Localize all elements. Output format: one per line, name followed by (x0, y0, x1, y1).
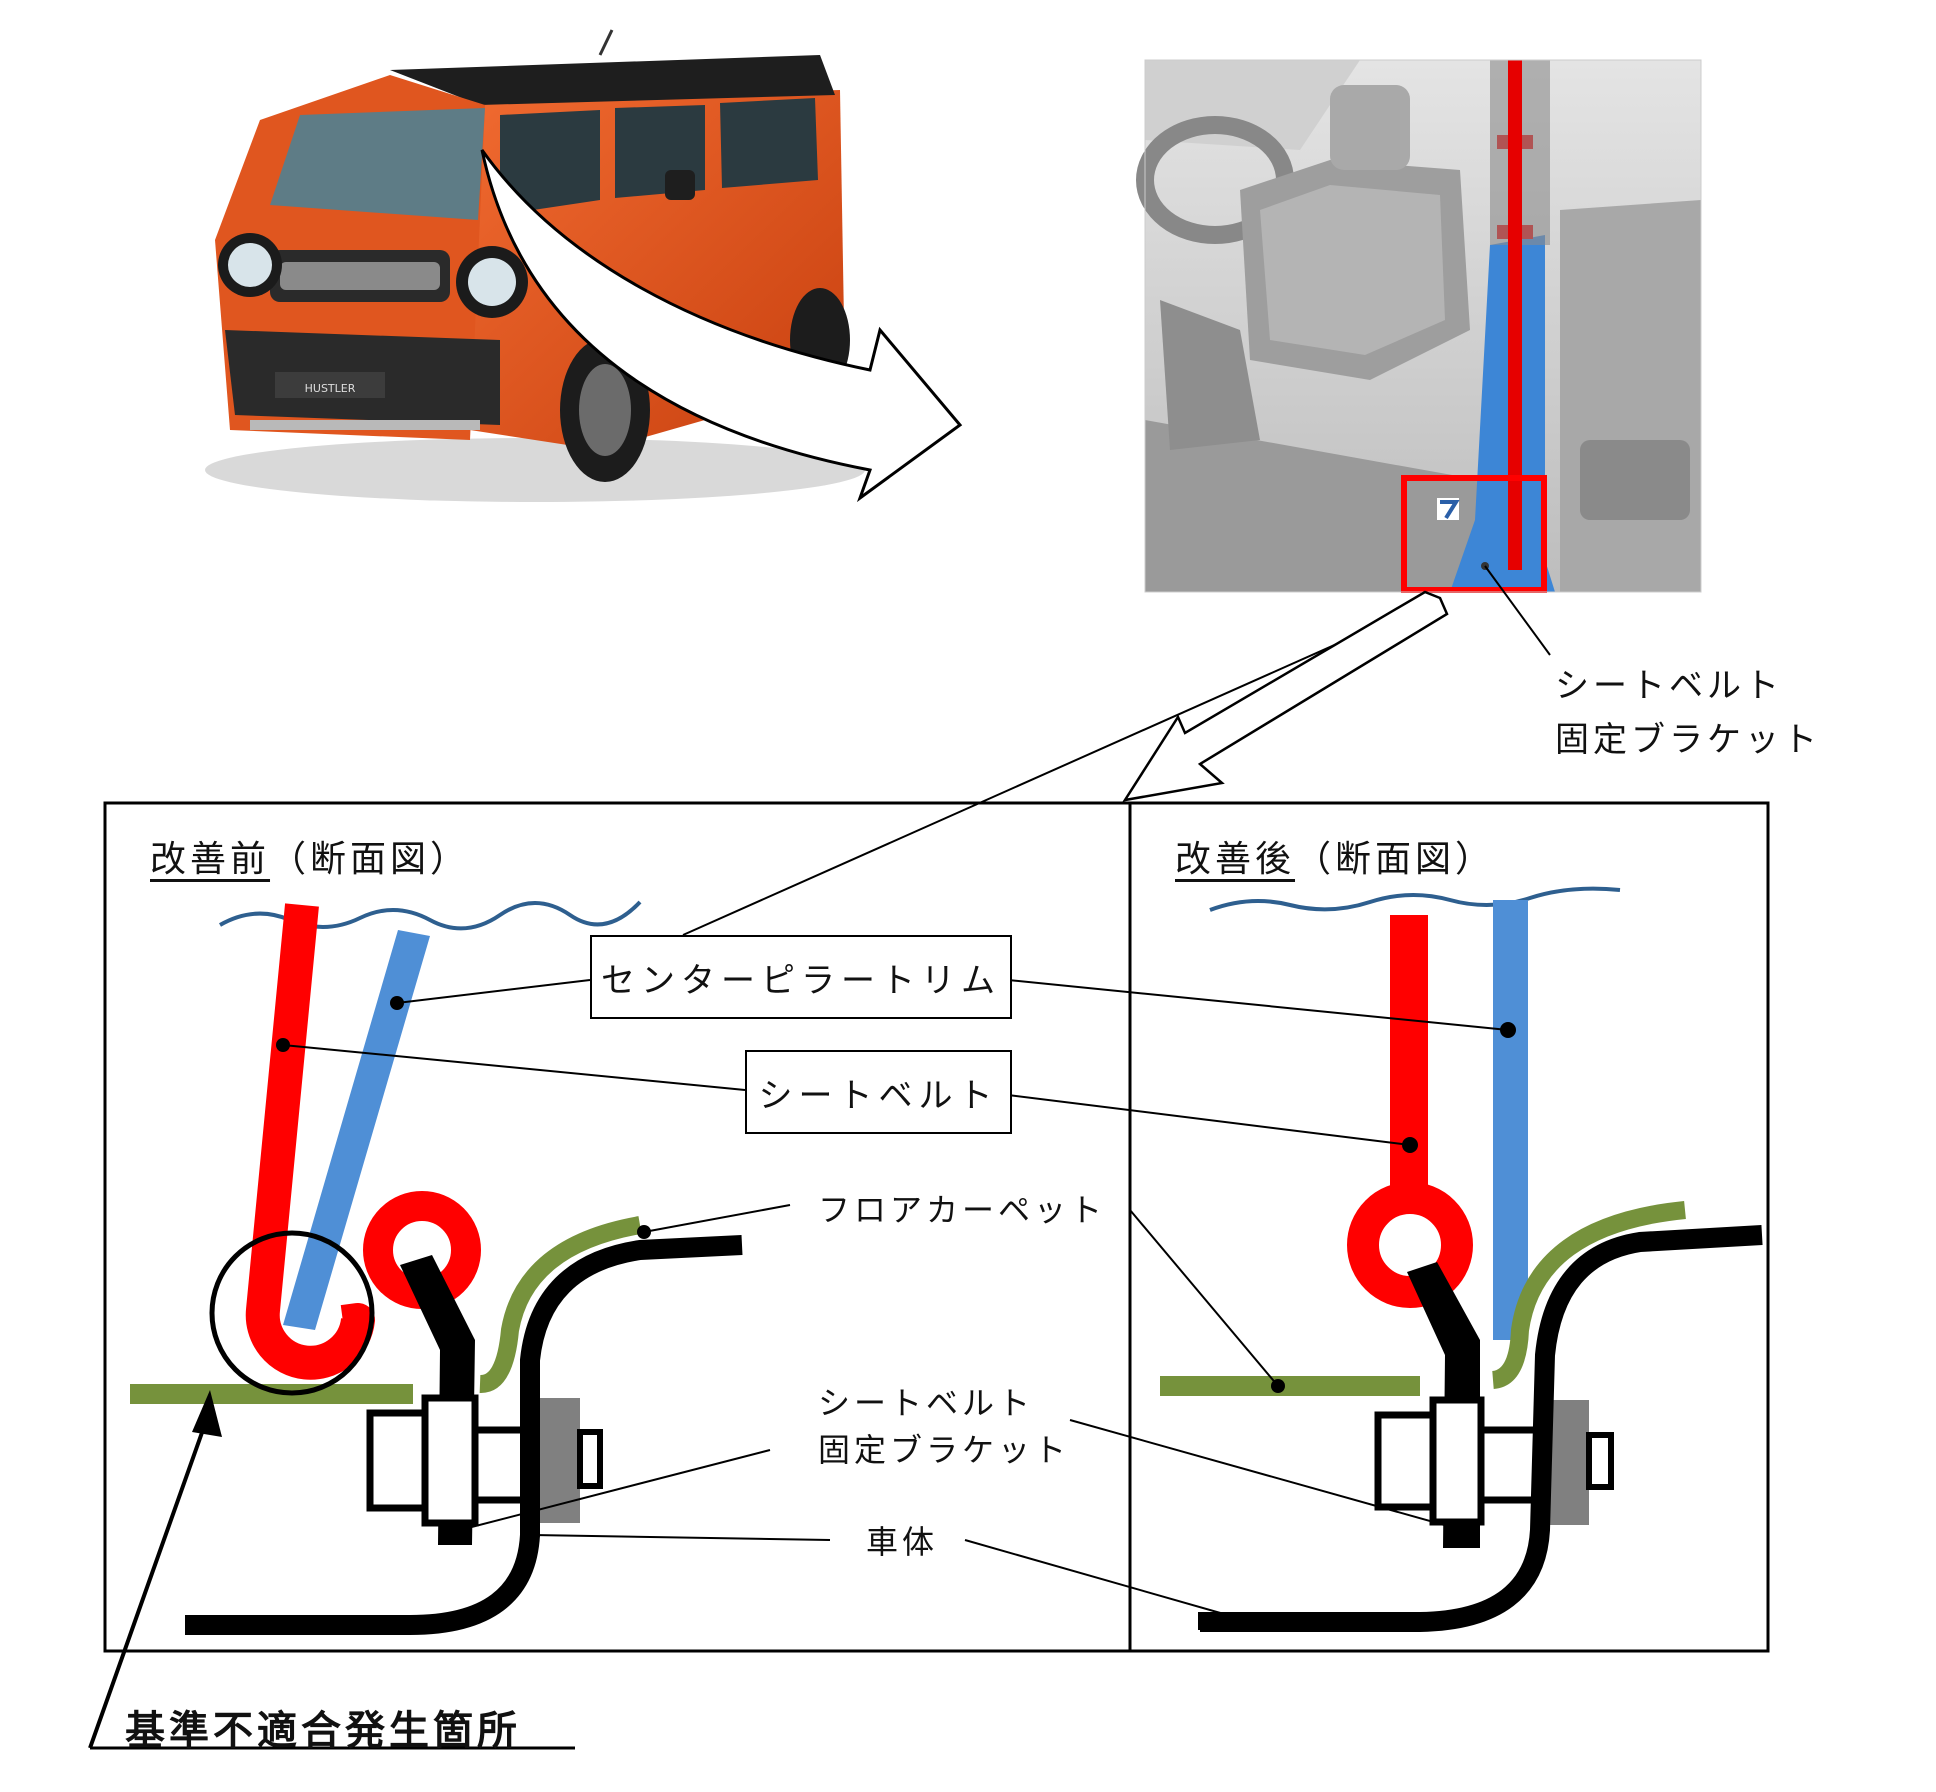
bracket-callout-line1: シートベルト (1555, 666, 1783, 706)
seat-belt-label: シートベルト (745, 1050, 1012, 1134)
highlight-frame (1401, 475, 1547, 593)
nonconformity-circle (209, 1230, 375, 1396)
bracket-label-line2: 固定ブラケット (818, 1431, 1071, 1469)
down-arrow (1122, 590, 1449, 802)
leader-lines (282, 979, 1509, 1621)
comparison-frame (103, 801, 1770, 1653)
before-panel-title: 改善前（断面図） (150, 830, 470, 882)
bracket-callout-line2: 固定ブラケット (1555, 720, 1821, 760)
interior-illustration (1136, 59, 1702, 593)
body-label: 車体 (866, 1523, 939, 1561)
curved-pointer-arrow (480, 149, 963, 503)
after-panel-title: 改善後（断面図） (1175, 830, 1495, 882)
before-title: 改善前 (150, 839, 271, 880)
floor-carpet-label: フロアカーペット (818, 1191, 1107, 1229)
before-title-suffix: （断面図） (270, 839, 471, 880)
before-cross-section (130, 900, 743, 1635)
after-title: 改善後 (1175, 839, 1296, 880)
bracket-label-line1: シートベルト (818, 1384, 1035, 1422)
after-cross-section (1160, 886, 1763, 1632)
after-title-suffix: （断面図） (1295, 839, 1496, 880)
center-pillar-trim-label: センターピラートリム (590, 935, 1012, 1019)
nonconformity-location-label: 基準不適合発生箇所 (125, 1708, 521, 1754)
car-badge: HUSTLER (305, 382, 356, 395)
